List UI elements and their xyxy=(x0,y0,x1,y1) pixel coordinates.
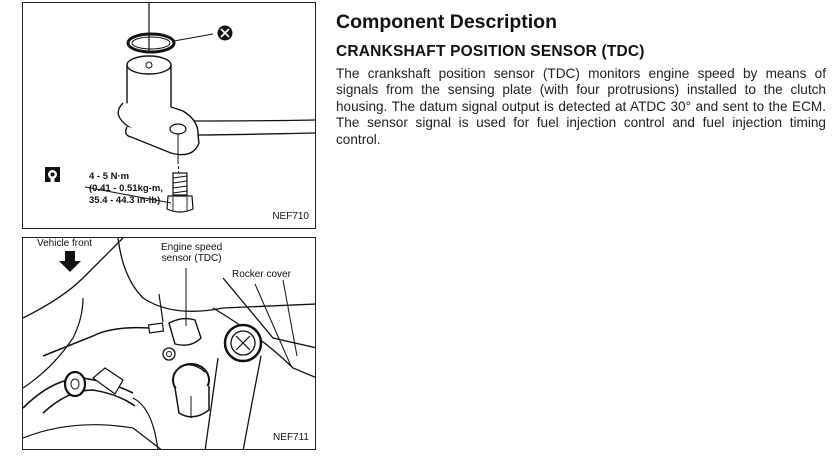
vehicle-front-arrow-icon xyxy=(59,251,81,272)
o-ring xyxy=(126,32,176,54)
figure-code-top: NEF710 xyxy=(272,211,309,222)
torque-wrench-icon xyxy=(45,167,60,182)
figure-code-bottom: NEF711 xyxy=(273,432,309,443)
sensor-location-figure: Vehicle front Engine speed sensor (TDC) … xyxy=(22,237,316,450)
description-paragraph: The crankshaft position sensor (TDC) mon… xyxy=(336,66,826,147)
vehicle-front-label: Vehicle front xyxy=(37,238,93,249)
o-ring-inner xyxy=(131,36,171,50)
sensor-location-drawing xyxy=(23,238,315,449)
o-ring-leader xyxy=(173,33,214,42)
torque-line-1: 4 - 5 N·m xyxy=(89,171,130,182)
torque-line-2: (0.41 - 0.51kg-m, xyxy=(89,183,163,194)
sensor-body xyxy=(117,55,200,161)
sensor-exploded-drawing xyxy=(45,3,315,213)
rocker-cover-label: Rocker cover xyxy=(232,269,291,280)
rocker-bolt xyxy=(223,323,263,363)
section-subheading: CRANKSHAFT POSITION SENSOR (TDC) xyxy=(336,43,645,60)
torque-line-3: 35.4 - 44.3 in-lb) xyxy=(89,195,161,206)
torque-spec: 4 - 5 N·m (0.41 - 0.51kg-m, 35.4 - 44.3 … xyxy=(89,171,163,207)
do-not-reuse-icon xyxy=(217,25,233,41)
section-heading: Component Description xyxy=(336,11,558,33)
engine-speed-sensor xyxy=(42,293,202,361)
lower-pipe xyxy=(23,367,136,414)
component-description-section: Component Description CRANKSHAFT POSITIO… xyxy=(336,10,826,148)
sensor-exploded-figure: 4 - 5 N·m (0.41 - 0.51kg-m, 35.4 - 44.3 … xyxy=(22,2,316,229)
engine-speed-sensor-label: Engine speed sensor (TDC) xyxy=(161,242,222,264)
hex-nut xyxy=(172,363,210,418)
engine-speed-sensor-label-line-2: sensor (TDC) xyxy=(161,253,222,264)
engine-speed-sensor-label-line-1: Engine speed xyxy=(161,242,223,253)
mounting-bolt xyxy=(166,172,194,213)
